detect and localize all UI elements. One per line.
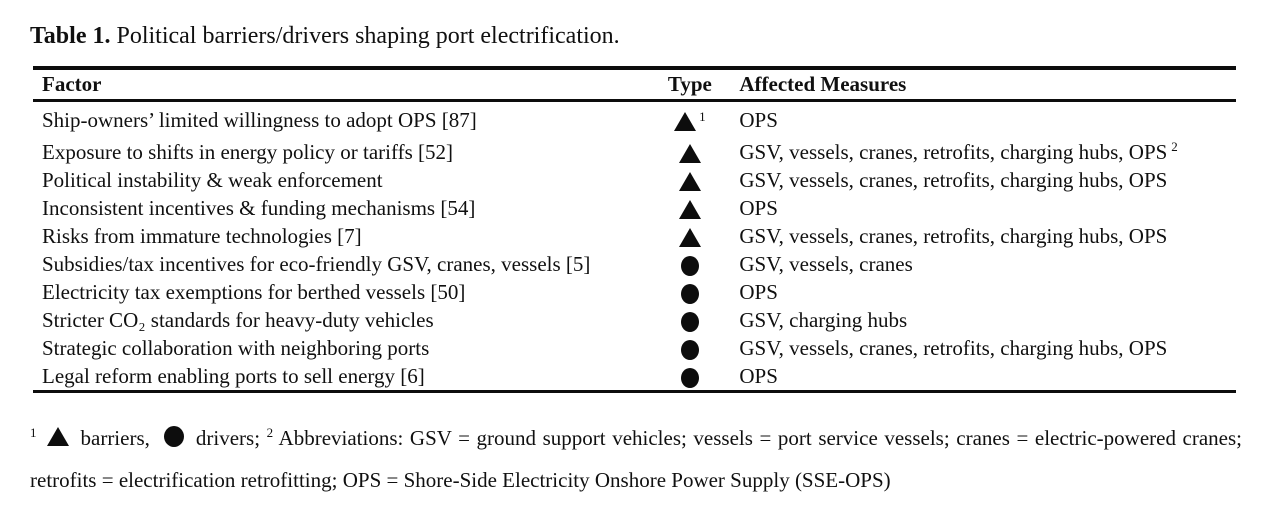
footnote-marker-2: 2 bbox=[266, 425, 274, 440]
measures-cell: GSV, vessels, cranes, retrofits, chargin… bbox=[734, 334, 1236, 362]
factor-cell: Stricter CO₂ standards for heavy-duty ve… bbox=[42, 307, 434, 332]
measures-cell: GSV, charging hubs bbox=[734, 306, 1236, 334]
footnote-drivers-label: drivers; bbox=[195, 426, 261, 450]
table-row: Stricter CO₂ standards for heavy-duty ve… bbox=[33, 306, 1236, 334]
type-cell bbox=[645, 222, 734, 250]
measures-footnote-marker: 2 bbox=[1171, 138, 1178, 154]
barrier-triangle-icon bbox=[678, 228, 701, 248]
column-header-type: Type bbox=[667, 72, 712, 96]
factor-cell: Subsidies/tax incentives for eco-friendl… bbox=[42, 251, 591, 276]
measures-text: OPS bbox=[739, 363, 778, 388]
driver-circle-icon bbox=[680, 311, 699, 332]
table-footnote: 1 barriers, drivers; 2 Abbreviations: GSV … bbox=[30, 417, 1242, 501]
measures-text: GSV, vessels, cranes, retrofits, chargin… bbox=[739, 167, 1168, 192]
footnote-barriers-label: barriers, bbox=[80, 426, 150, 450]
measures-text: OPS bbox=[739, 107, 778, 132]
driver-circle-icon bbox=[680, 367, 699, 388]
factors-table: Factor Type Affected Measures Ship-owner… bbox=[33, 66, 1236, 393]
footnote-abbreviations: Abbreviations: GSV = ground support vehi… bbox=[30, 426, 1242, 492]
measures-text: OPS bbox=[739, 279, 778, 304]
driver-circle-icon bbox=[680, 255, 699, 276]
measures-text: GSV, vessels, cranes, retrofits, chargin… bbox=[739, 223, 1168, 248]
table-caption: Table 1. Political barriers/drivers shap… bbox=[30, 22, 620, 51]
type-cell bbox=[645, 194, 734, 222]
table-row: Electricity tax exemptions for berthed v… bbox=[33, 278, 1236, 306]
type-cell bbox=[645, 362, 734, 392]
measures-cell: OPS bbox=[734, 278, 1236, 306]
measures-cell: OPS bbox=[734, 194, 1236, 222]
table-row: Legal reform enabling ports to sell ener… bbox=[33, 362, 1236, 392]
type-cell bbox=[645, 250, 734, 278]
table-caption-text: Political barriers/drivers shaping port … bbox=[110, 23, 620, 49]
type-footnote-marker: 1 bbox=[699, 108, 706, 124]
type-cell bbox=[645, 166, 734, 194]
measures-text: GSV, vessels, cranes, retrofits, chargin… bbox=[739, 139, 1168, 164]
driver-circle-icon bbox=[163, 426, 184, 447]
table-row: Exposure to shifts in energy policy or t… bbox=[33, 138, 1236, 166]
measures-text: GSV, vessels, cranes, retrofits, chargin… bbox=[739, 335, 1168, 360]
factor-cell: Risks from immature technologies [7] bbox=[42, 223, 362, 248]
table-header: Factor Type Affected Measures bbox=[33, 68, 1236, 101]
type-cell: 1 bbox=[645, 101, 734, 139]
barrier-triangle-icon bbox=[46, 427, 69, 446]
measures-cell: GSV, vessels, cranes, retrofits, chargin… bbox=[734, 138, 1236, 166]
type-cell bbox=[645, 334, 734, 362]
table-row: Risks from immature technologies [7] GSV… bbox=[33, 222, 1236, 250]
type-cell bbox=[645, 278, 734, 306]
measures-text: GSV, vessels, cranes bbox=[739, 251, 913, 276]
table-row: Inconsistent incentives & funding mechan… bbox=[33, 194, 1236, 222]
type-cell bbox=[645, 306, 734, 334]
barrier-triangle-icon bbox=[674, 112, 697, 132]
factor-cell: Strategic collaboration with neighboring… bbox=[42, 335, 430, 360]
measures-cell: GSV, vessels, cranes, retrofits, chargin… bbox=[734, 222, 1236, 250]
factor-cell: Political instability & weak enforcement bbox=[42, 167, 383, 192]
measures-cell: OPS bbox=[734, 101, 1236, 139]
type-cell bbox=[645, 138, 734, 166]
measures-cell: OPS bbox=[734, 362, 1236, 392]
table-row: Ship-owners’ limited willingness to adop… bbox=[33, 101, 1236, 139]
table-row: Subsidies/tax incentives for eco-friendl… bbox=[33, 250, 1236, 278]
measures-text: GSV, charging hubs bbox=[739, 307, 908, 332]
barrier-triangle-icon bbox=[678, 172, 701, 192]
measures-text: OPS bbox=[739, 195, 778, 220]
footnote-marker-1: 1 bbox=[30, 425, 37, 440]
factor-cell: Legal reform enabling ports to sell ener… bbox=[42, 363, 425, 388]
driver-circle-icon bbox=[680, 339, 699, 360]
table-row: Political instability & weak enforcement… bbox=[33, 166, 1236, 194]
factor-cell: Exposure to shifts in energy policy or t… bbox=[42, 139, 453, 164]
factor-cell: Inconsistent incentives & funding mechan… bbox=[42, 195, 476, 220]
column-header-factor: Factor bbox=[42, 72, 102, 96]
measures-cell: GSV, vessels, cranes bbox=[734, 250, 1236, 278]
driver-circle-icon bbox=[680, 283, 699, 304]
factor-cell: Ship-owners’ limited willingness to adop… bbox=[42, 107, 477, 132]
table-body: Ship-owners’ limited willingness to adop… bbox=[33, 101, 1236, 392]
barrier-triangle-icon bbox=[678, 200, 701, 220]
barrier-triangle-icon bbox=[678, 144, 701, 164]
table-row: Strategic collaboration with neighboring… bbox=[33, 334, 1236, 362]
measures-cell: GSV, vessels, cranes, retrofits, chargin… bbox=[734, 166, 1236, 194]
header-row: Factor Type Affected Measures bbox=[33, 68, 1236, 101]
column-header-affected-measures: Affected Measures bbox=[739, 72, 907, 96]
factor-cell: Electricity tax exemptions for berthed v… bbox=[42, 279, 466, 304]
table-caption-label: Table 1. bbox=[30, 23, 111, 49]
